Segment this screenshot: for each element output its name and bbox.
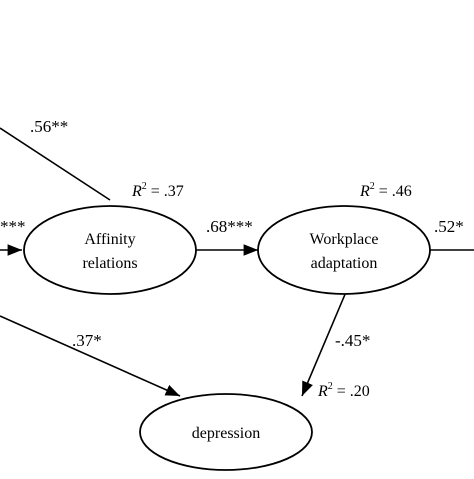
path-top-left-to-affinity	[0, 127, 111, 201]
r2-affinity: R2 = .37	[131, 181, 184, 200]
node-workplace-label-line1: Workplace	[310, 231, 379, 248]
r2-workplace: R2 = .46	[359, 181, 412, 200]
node-depression	[139, 393, 313, 471]
coef-affinity-to-workplace: .68***	[206, 217, 253, 236]
node-workplace-label-line2: adaptation	[311, 255, 378, 272]
path-workplace-to-depression	[301, 291, 347, 397]
r2-depression: R2 = .20	[317, 381, 370, 400]
node-depression-label: depression	[192, 425, 260, 442]
node-workplace-adaptation	[257, 205, 431, 295]
node-affinity-label-line1: Affinity	[84, 231, 135, 248]
node-affinity-relations	[23, 205, 197, 295]
coef-top-left-to-affinity: .56**	[30, 117, 68, 136]
coef-left-to-depression: .37*	[72, 331, 102, 350]
coef-left-to-affinity: ***	[0, 217, 26, 236]
node-affinity-label-line2: relations	[82, 255, 137, 272]
path-left-to-depression	[0, 315, 181, 397]
coef-workplace-to-right: .52*	[434, 217, 464, 236]
coef-workplace-to-depression: -.45*	[335, 331, 370, 350]
